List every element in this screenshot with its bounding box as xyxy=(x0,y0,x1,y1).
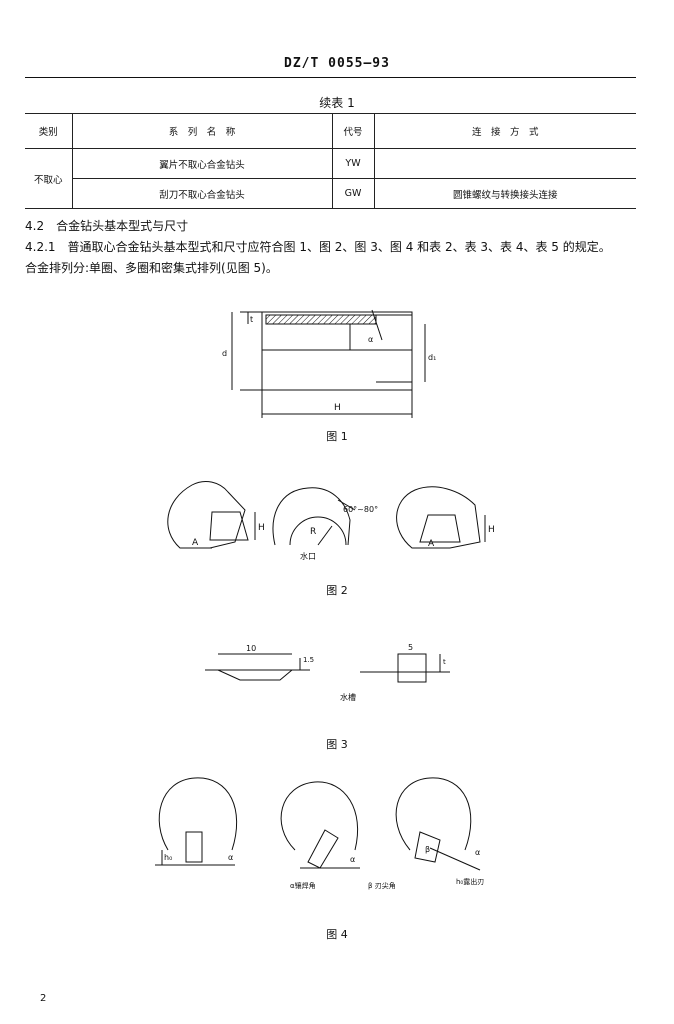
header-category: 类别 xyxy=(25,113,73,149)
cutter-3 xyxy=(414,831,441,863)
paragraph-4-2-1: 4.2.1 普通取心合金钻头基本型式和尺寸应符合图 1、图 2、图 3、图 4 … xyxy=(25,240,611,254)
arc-R xyxy=(289,516,347,546)
code-cell: GW xyxy=(331,178,375,209)
figure-4-caption: 图 4 xyxy=(326,928,348,941)
label-right-depth: t xyxy=(443,658,446,666)
series-name-cell: 翼片不取心合金钻头 xyxy=(71,148,333,179)
groove-right xyxy=(397,653,427,683)
angle-line-3 xyxy=(429,847,481,871)
label-beta: β xyxy=(425,845,430,854)
bit-body xyxy=(261,311,413,391)
bit-profile-middle xyxy=(272,487,351,546)
cutter-1 xyxy=(185,831,203,863)
groove-left xyxy=(217,669,293,681)
label-H: H xyxy=(334,403,341,413)
figure-2: H A R 60°~80° 水口 H A xyxy=(167,481,495,561)
label-t: t xyxy=(250,315,253,324)
bit-profile-2 xyxy=(280,781,359,851)
table-header-row: 类别 系 列 名 称 代号 连 接 方 式 xyxy=(25,113,636,149)
label-beta-desc: β 刃尖角 xyxy=(368,881,396,890)
angle-line xyxy=(371,309,383,341)
header-connection: 连 接 方 式 xyxy=(373,113,636,149)
label-alpha-1: α xyxy=(228,853,233,862)
figure-1: t d d₁ H α xyxy=(222,309,436,418)
label-angle: 60°~80° xyxy=(343,505,378,514)
label-h0: h₀ xyxy=(164,853,172,862)
label-1-5: 1.5 xyxy=(303,656,314,664)
paragraph-4-2-1-continued: 合金排列分:单圈、多圈和密集式排列(见图 5)。 xyxy=(25,261,278,275)
header-code: 代号 xyxy=(331,113,375,149)
label-H-right: H xyxy=(488,525,495,535)
label-alpha-2: α xyxy=(350,855,355,864)
radius-line xyxy=(317,525,333,546)
category-cell: 不取心 xyxy=(25,148,73,209)
figure-2-caption: 图 2 xyxy=(326,584,348,597)
series-name-cell: 刮刀不取心合金钻头 xyxy=(72,178,333,209)
label-alpha: α xyxy=(368,335,373,344)
bit-profile-right xyxy=(396,486,481,549)
standard-code: DZ/T 0055—93 xyxy=(284,56,390,71)
header-rule xyxy=(25,77,636,78)
label-R: R xyxy=(310,527,316,537)
table-caption: 续表 1 xyxy=(319,96,355,110)
code-cell: YW xyxy=(331,148,375,179)
label-A-left: A xyxy=(192,538,199,548)
label-water-groove: 水槽 xyxy=(340,692,356,702)
continued-table: 类别 系 列 名 称 代号 连 接 方 式 不取心 翼片不取心合金钻头 YW 刮… xyxy=(25,113,636,209)
cutter-right xyxy=(419,514,461,543)
figure-3: 10 1.5 5 t 水槽 xyxy=(205,643,450,702)
label-5: 5 xyxy=(408,643,413,652)
connection-cell xyxy=(373,148,636,179)
figure-3-caption: 图 3 xyxy=(326,738,348,751)
section-heading-4-2: 4.2 合金钻头基本型式与尺寸 xyxy=(25,219,189,233)
label-10: 10 xyxy=(246,644,256,653)
cutter-2 xyxy=(307,829,339,869)
label-d1: d₁ xyxy=(428,353,436,362)
cutter-left xyxy=(209,511,249,541)
angle-ref xyxy=(337,499,356,511)
label-alpha-desc: α镶焊角 xyxy=(290,881,316,890)
label-alpha-3: α xyxy=(475,848,480,857)
bit-profile-3 xyxy=(395,777,472,851)
label-d: d xyxy=(222,349,227,358)
bit-profile-1 xyxy=(158,777,238,851)
bit-wall-hatched xyxy=(265,314,377,325)
figure-4: h₀ α α α镶焊角 β α β 刃尖角 h₀露出刃 xyxy=(155,777,484,890)
connection-cell: 圆锥螺纹与转换接头连接 xyxy=(373,178,636,209)
label-water-port: 水口 xyxy=(300,551,316,561)
label-h0-desc: h₀露出刃 xyxy=(456,877,484,886)
figure-1-caption: 图 1 xyxy=(326,430,348,443)
label-A-right: A xyxy=(428,539,435,549)
table-row: 不取心 翼片不取心合金钻头 YW xyxy=(25,148,636,209)
bit-profile-left xyxy=(167,481,246,549)
table-row: 刮刀不取心合金钻头 GW 圆锥螺纹与转换接头连接 xyxy=(25,178,636,209)
header-series-name: 系 列 名 称 xyxy=(71,113,333,149)
label-H-left: H xyxy=(258,523,265,533)
page-number: 2 xyxy=(40,993,47,1004)
